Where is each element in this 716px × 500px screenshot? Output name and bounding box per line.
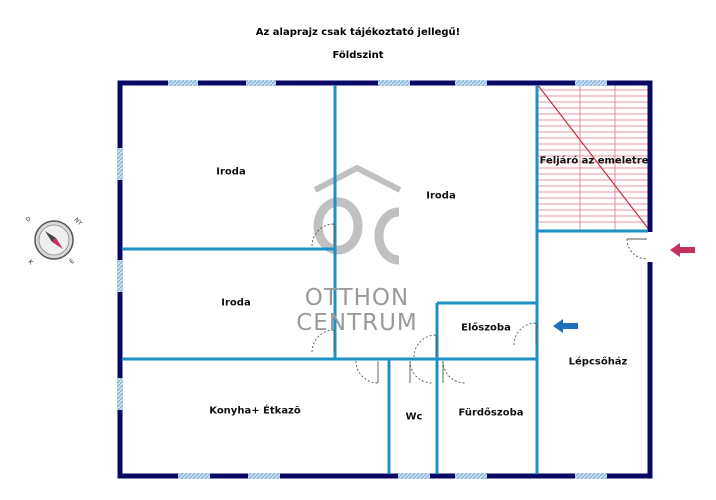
room-label-iroda-center: Iroda [426, 190, 456, 202]
entrance-arrow-pink [670, 243, 695, 257]
watermark-text-2: CENTRUM [296, 310, 418, 336]
watermark-logo [313, 164, 402, 265]
room-label-lepcsohaz: Lépcsőház [568, 356, 628, 368]
room-label-eloszoba: Előszoba [461, 322, 511, 334]
room-label-furdoszoba: Fürdőszoba [458, 407, 524, 419]
room-label-iroda-west: Iroda [221, 297, 251, 309]
room-label-wc: Wc [405, 411, 423, 423]
floor-title: Földszint [332, 50, 384, 61]
entrance-arrow-blue [553, 319, 578, 333]
inner-walls [122, 85, 648, 474]
doors [311, 223, 648, 384]
compass-w: D [24, 215, 32, 223]
plan-disclaimer: Az alaprajz csak tájékoztató jellegű! [255, 27, 461, 38]
room-label-stairs: Feljáró az emeletre [539, 155, 649, 167]
room-label-konyha: Konyha+ Étkazõ [209, 405, 301, 417]
compass-n: NY [73, 216, 84, 227]
compass-e: É [68, 257, 76, 265]
room-label-iroda-nw: Iroda [216, 166, 246, 178]
staircase-hatching [536, 83, 651, 232]
watermark-text-1: OTTHON [304, 285, 410, 311]
compass-s: K [27, 258, 35, 266]
compass-icon: NY D K É [24, 215, 83, 267]
outer-wall [117, 80, 653, 479]
windows [117, 80, 653, 479]
